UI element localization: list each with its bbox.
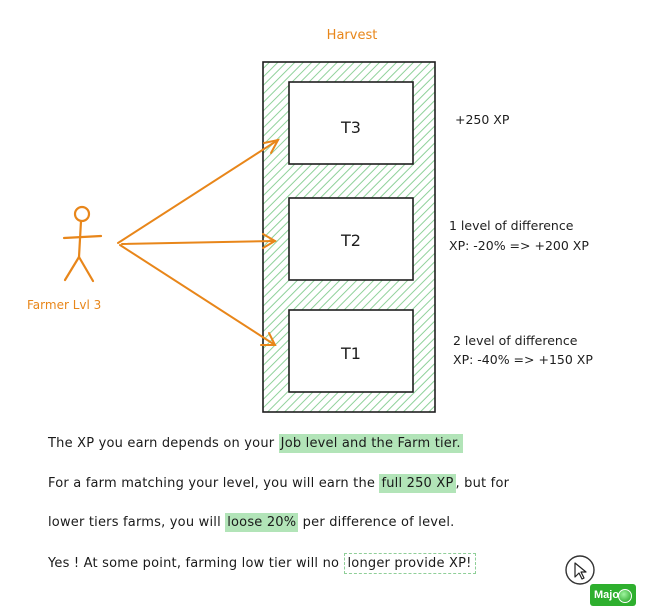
text-line-2-tail: , but for: [455, 476, 510, 491]
tier-label-t3: T3: [340, 118, 361, 137]
tier-note-t2-line2: XP: -20% => +200 XP: [449, 238, 589, 253]
pointer-cursor-icon[interactable]: [564, 554, 596, 586]
tier-note-t3: +250 XP: [455, 112, 510, 127]
tier-box-t1: T1: [288, 309, 414, 393]
major-badge-label: Major: [594, 589, 624, 601]
highlight-loose-percent: loose 20%: [225, 513, 299, 532]
text-line-3-tail: per difference of level.: [298, 515, 455, 530]
tier-note-t2-line1: 1 level of difference: [449, 218, 574, 233]
text-line-4-plain: Yes ! At some point, farming low tier wi…: [48, 556, 344, 571]
diagram-title: Harvest: [327, 28, 378, 43]
tier-note-t3-line1: +250 XP: [455, 112, 510, 127]
arrow-to-t1: [119, 244, 277, 346]
tier-note-t1: 2 level of difference XP: -40% => +150 X…: [453, 333, 593, 367]
tier-label-t2: T2: [340, 231, 361, 250]
text-line-3: lower tiers farms, you will loose 20% pe…: [48, 513, 455, 532]
farmer-label: Farmer Lvl 3: [27, 298, 101, 312]
tier-box-t2: T2: [288, 197, 414, 281]
text-line-1-plain: The XP you earn depends on your: [48, 436, 279, 451]
harvest-diagram: Harvest T3 T2 T1 +250 XP 1 level of diff…: [27, 28, 593, 413]
tier-box-t3: T3: [288, 81, 414, 165]
tier-note-t2: 1 level of difference XP: -20% => +200 X…: [449, 218, 589, 253]
highlight-full-xp: full 250 XP: [379, 474, 456, 493]
tier-label-t1: T1: [340, 344, 361, 363]
text-line-2-plain: For a farm matching your level, you will…: [48, 476, 380, 491]
farmer-stick-figure: [62, 205, 103, 283]
major-badge[interactable]: Major: [590, 584, 636, 606]
tier-note-t1-line2: XP: -40% => +150 XP: [453, 352, 593, 367]
highlight-job-level: Job level and the Farm tier.: [278, 434, 463, 453]
arrow-to-t2: [121, 233, 277, 249]
text-line-3-plain: lower tiers farms, you will: [48, 515, 226, 530]
text-line-4: Yes ! At some point, farming low tier wi…: [48, 553, 476, 574]
status-dot-icon: [618, 589, 632, 603]
tier-note-t1-line1: 2 level of difference: [453, 333, 578, 348]
arrow-to-t3: [117, 138, 280, 244]
highlight-no-xp-selected[interactable]: longer provide XP!: [343, 553, 476, 574]
text-line-2: For a farm matching your level, you will…: [48, 474, 510, 493]
text-line-1: The XP you earn depends on your Job leve…: [48, 434, 463, 453]
